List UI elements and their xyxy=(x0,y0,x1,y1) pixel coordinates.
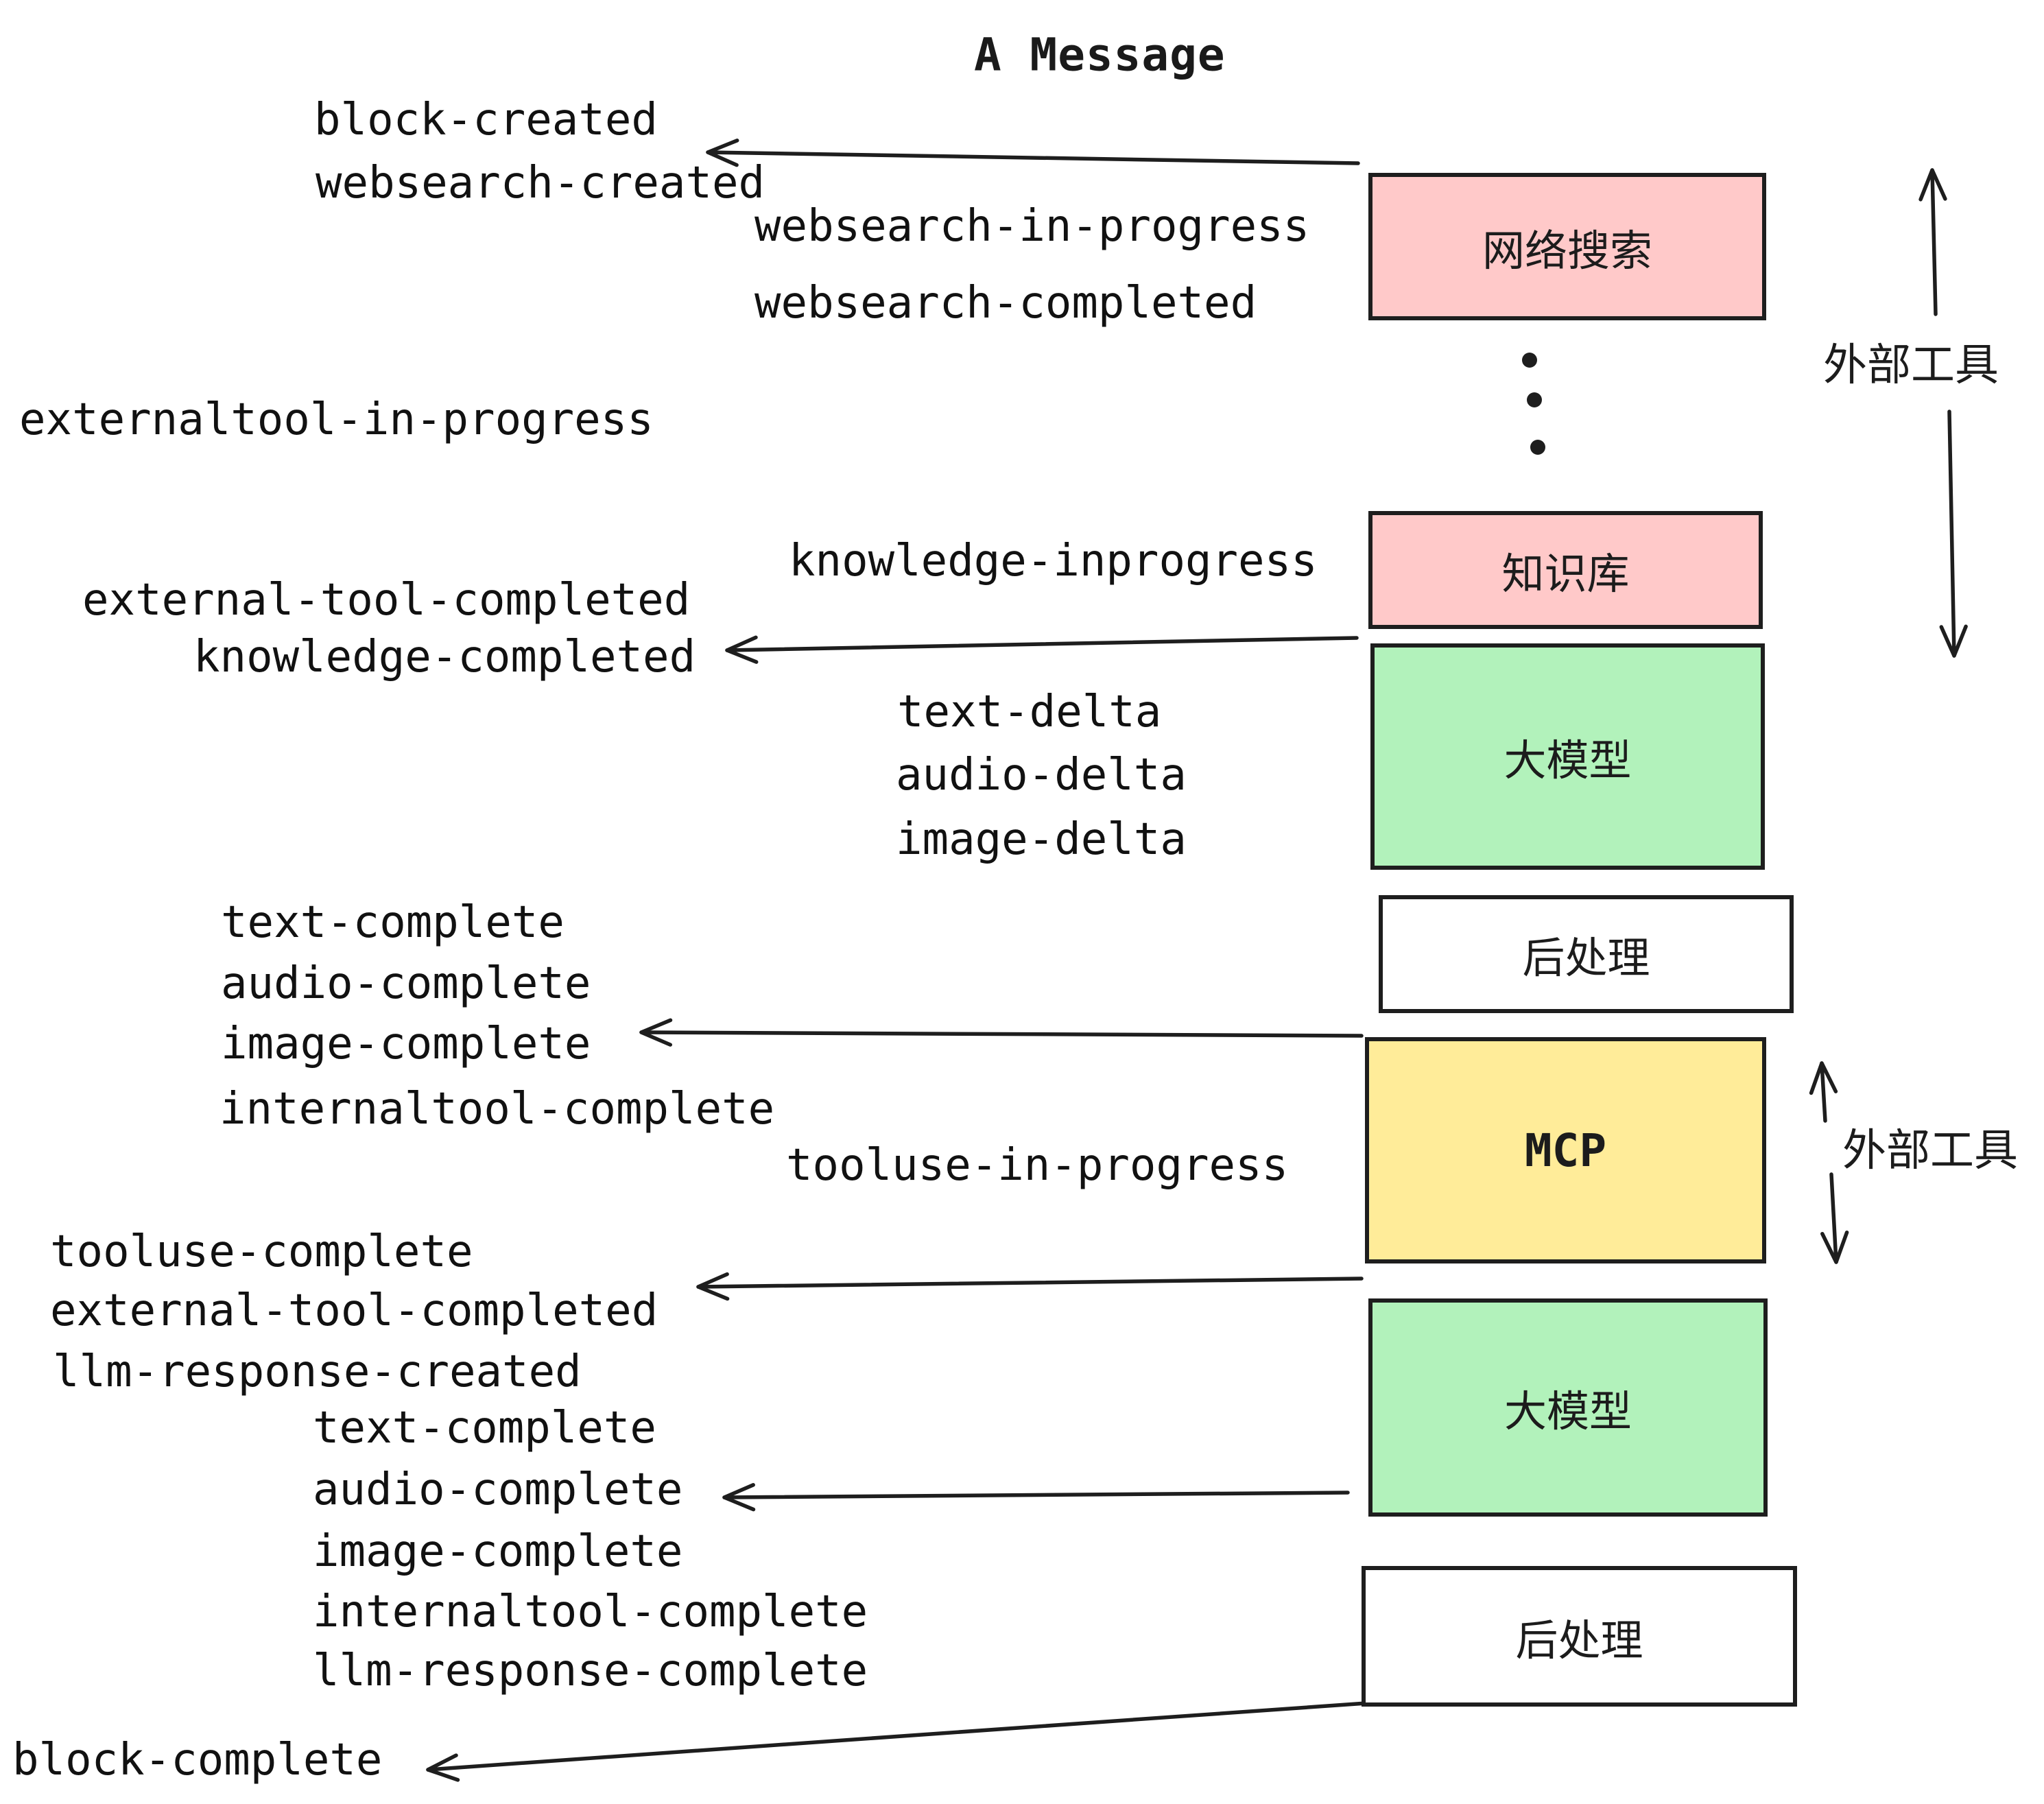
arrow-to-block-created xyxy=(706,139,1360,167)
box-llm-1: 大模型 xyxy=(1370,643,1765,870)
event-label-external-tool-completed: external-tool-completed xyxy=(82,575,691,626)
event-label-external-tool-completed: external-tool-completed xyxy=(50,1285,658,1336)
event-label-audio-complete: audio-complete xyxy=(221,958,591,1009)
event-label-image-complete: image-complete xyxy=(313,1526,683,1577)
event-label-externaltool-in-progress: externaltool-in-progress xyxy=(19,394,654,445)
external-tools-arrow-down-2 xyxy=(1820,1172,1849,1264)
event-label-audio-delta: audio-delta xyxy=(896,750,1187,800)
ellipsis-dot-2 xyxy=(1527,392,1542,407)
event-label-tooluse-complete: tooluse-complete xyxy=(50,1226,473,1277)
box-knowledge: 知识库 xyxy=(1368,511,1763,629)
arrow-to-tooluse-complete xyxy=(696,1272,1364,1301)
event-label-block-complete: block-complete xyxy=(12,1735,383,1785)
arrow-to-image-complete xyxy=(639,1018,1364,1047)
event-label-websearch-completed: websearch-completed xyxy=(754,278,1257,329)
event-label-text-complete: text-complete xyxy=(221,897,565,948)
box-postprocess-2: 后处理 xyxy=(1362,1566,1797,1707)
event-label-image-complete: image-complete xyxy=(221,1019,591,1069)
event-label-text-complete: text-complete xyxy=(313,1403,656,1453)
arrowhead xyxy=(1918,168,1947,202)
event-label-websearch-created: websearch-created xyxy=(316,158,765,209)
event-label-llm-response-created: llm-response-created xyxy=(53,1346,582,1397)
event-label-websearch-in-progress: websearch-in-progress xyxy=(754,201,1310,252)
diagram-title: A Message xyxy=(974,28,1226,82)
box-websearch: 网络搜索 xyxy=(1368,173,1766,320)
box-llm-2: 大模型 xyxy=(1368,1298,1768,1517)
box-mcp: MCP xyxy=(1365,1037,1766,1263)
ellipsis-dot-3 xyxy=(1530,440,1545,455)
arrowhead xyxy=(696,1272,730,1301)
arrow-to-audio-complete xyxy=(722,1483,1350,1512)
external-tools-label-2: 外部工具 xyxy=(1842,1126,2018,1175)
event-label-internaltool-complete: internaltool-complete xyxy=(219,1084,775,1135)
arrowhead xyxy=(1820,1230,1849,1264)
external-tools-arrow-down-1 xyxy=(1939,410,1968,658)
arrowhead xyxy=(722,1483,756,1512)
external-tools-arrow-up-2 xyxy=(1809,1061,1838,1123)
event-label-text-delta: text-delta xyxy=(897,687,1162,737)
arrowhead xyxy=(639,1018,673,1047)
event-label-internaltool-complete: internaltool-complete xyxy=(313,1587,868,1637)
arrowhead xyxy=(1809,1061,1838,1095)
arrow-to-knowledge-completed xyxy=(725,635,1359,664)
event-label-block-created: block-created xyxy=(314,95,658,145)
event-label-knowledge-completed: knowledge-completed xyxy=(193,632,696,683)
event-label-tooluse-in-progress: tooluse-in-progress xyxy=(786,1140,1289,1191)
external-tools-arrow-up-1 xyxy=(1918,168,1947,316)
external-tools-label-1: 外部工具 xyxy=(1823,340,1999,390)
event-label-audio-complete: audio-complete xyxy=(313,1464,683,1515)
event-label-knowledge-inprogress: knowledge-inprogress xyxy=(789,536,1318,586)
arrowhead xyxy=(1939,624,1968,658)
event-label-llm-response-complete: llm-response-complete xyxy=(313,1646,868,1696)
box-postprocess-1: 后处理 xyxy=(1379,895,1794,1013)
arrow-to-block-complete xyxy=(426,1701,1368,1782)
ellipsis-dot-1 xyxy=(1522,353,1537,368)
event-label-image-delta: image-delta xyxy=(896,814,1187,865)
arrowhead xyxy=(426,1753,460,1782)
arrowhead xyxy=(725,635,759,664)
